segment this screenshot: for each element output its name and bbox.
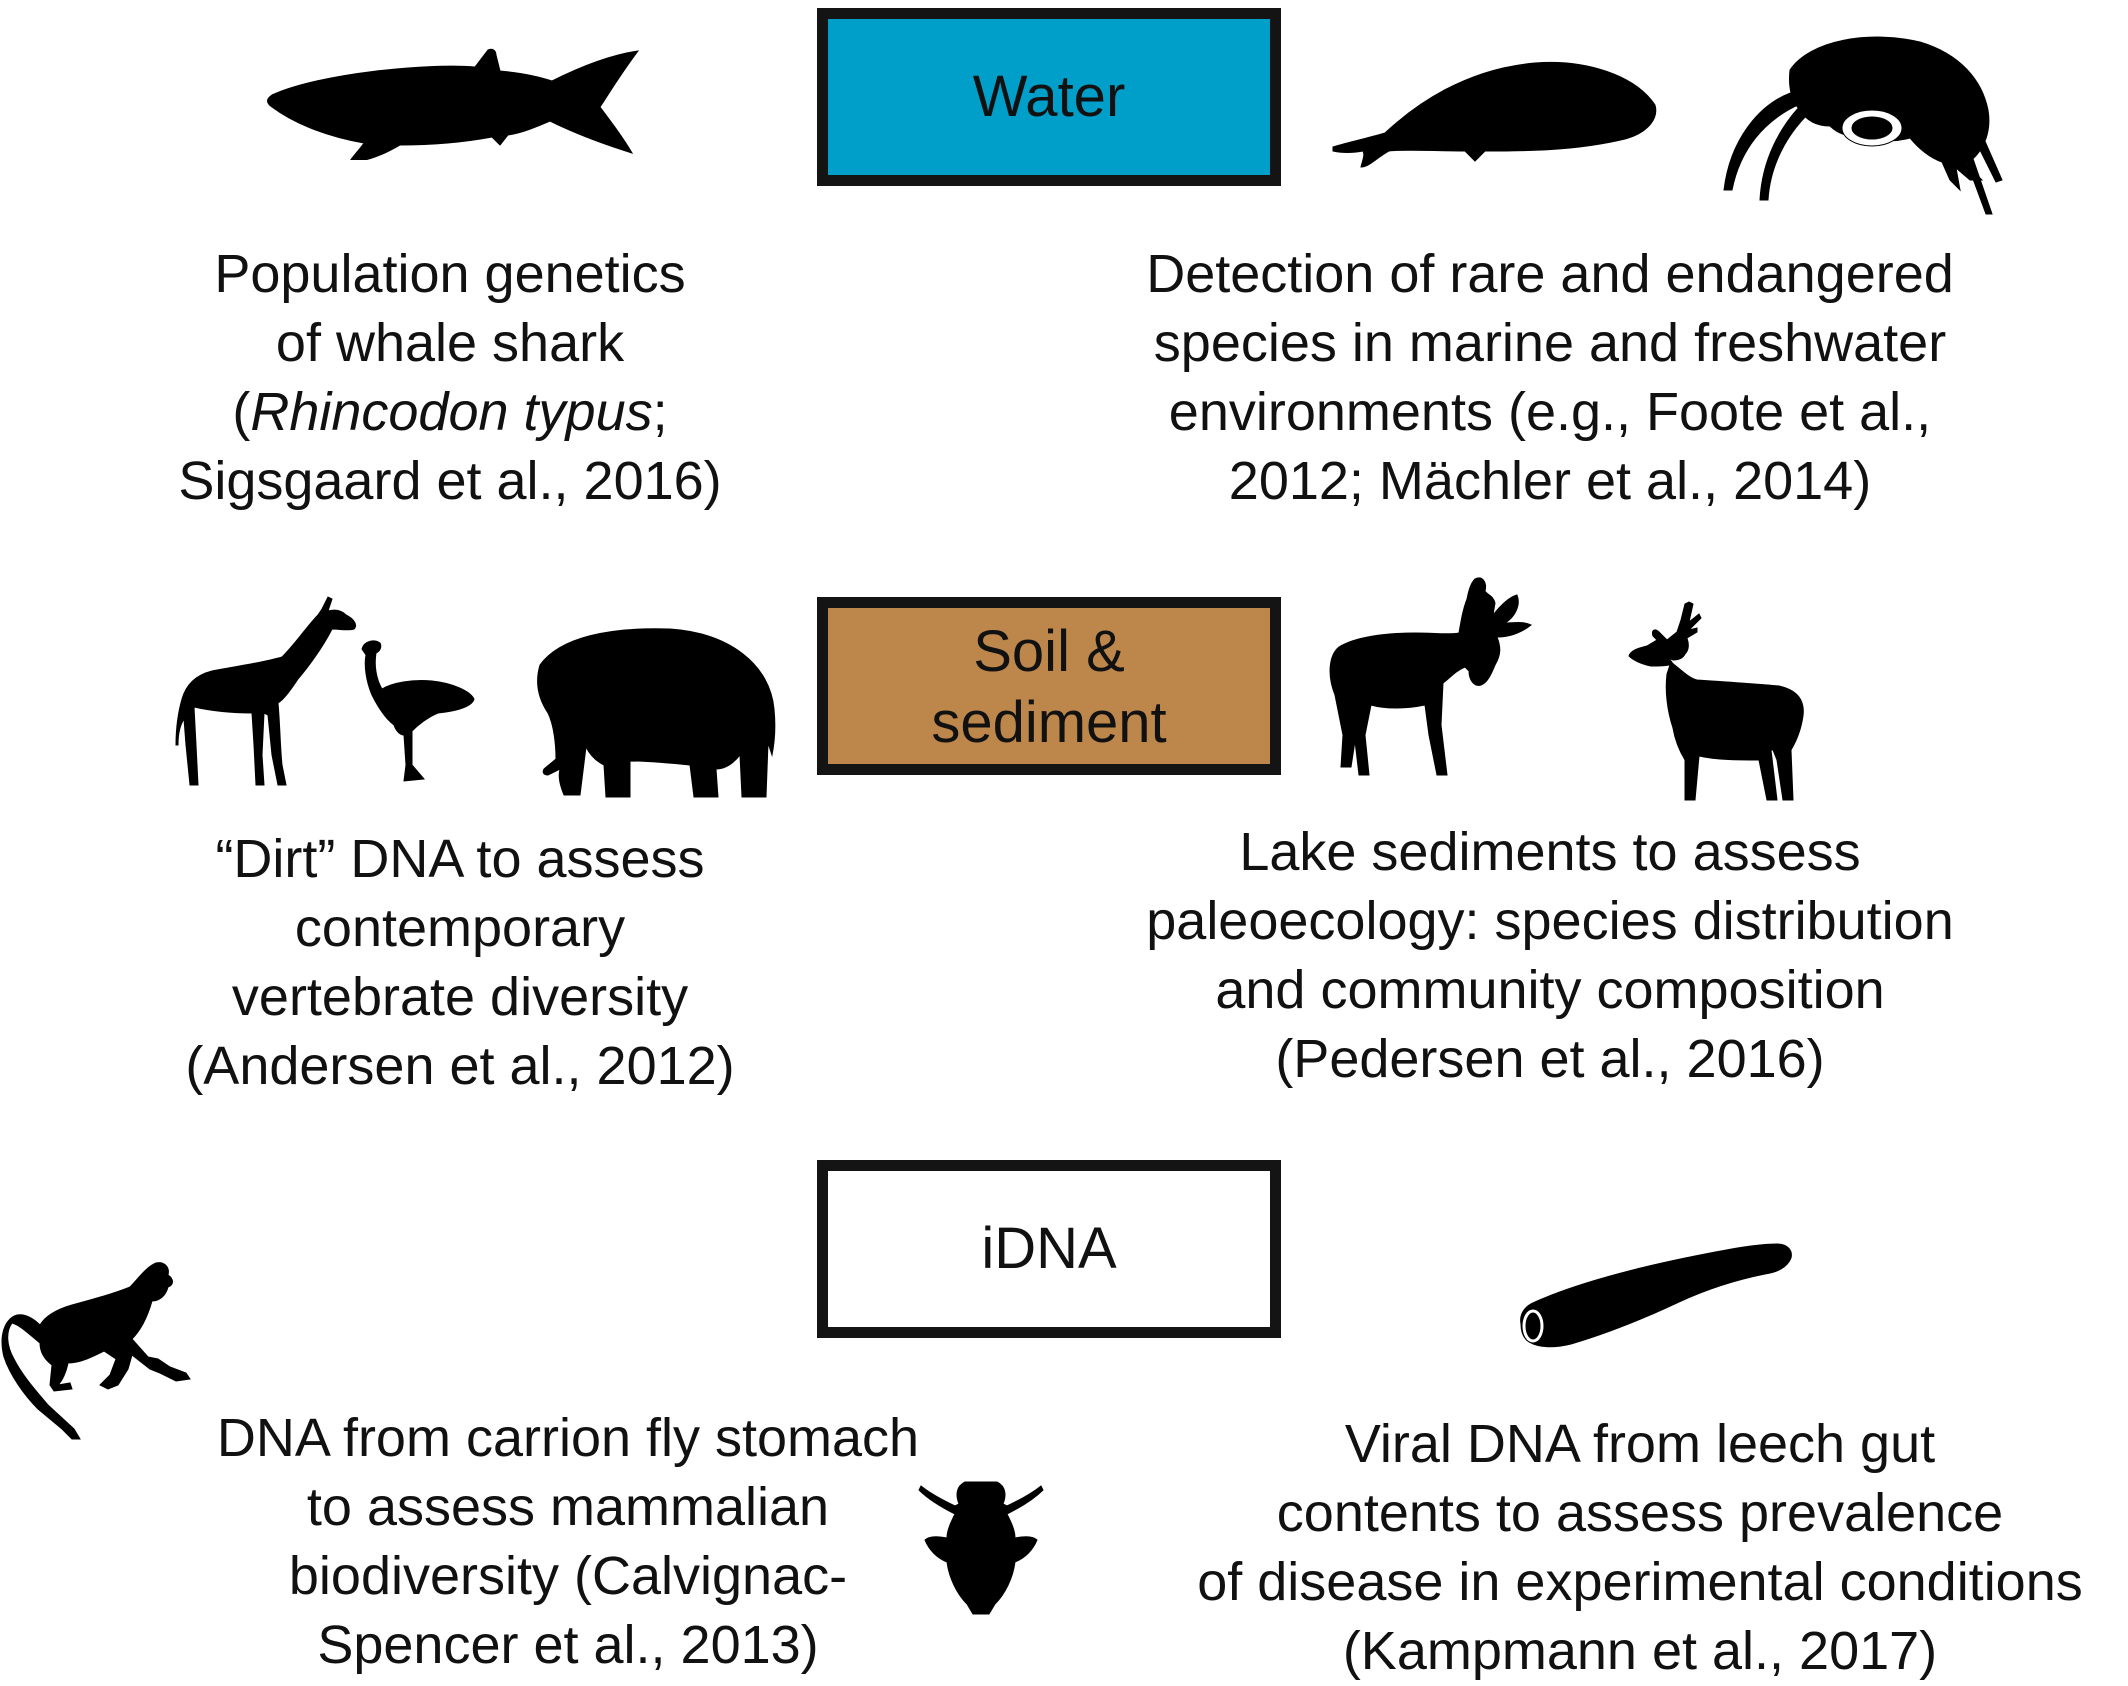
species-name: Rhincodon typus xyxy=(250,382,653,442)
leech-icon xyxy=(1520,1243,1792,1348)
whale-shark-line3: (Rhincodon typus; xyxy=(232,382,668,442)
leech-line1: Viral DNA from leech gut xyxy=(1344,1414,1936,1474)
carrion-fly-line1: DNA from carrion fly stomach xyxy=(216,1408,920,1468)
carrion-fly-text: DNA from carrion fly stomach to assess m… xyxy=(178,1404,958,1680)
porpoise-icon xyxy=(1332,61,1657,168)
dirt-dna-line4: (Andersen et al., 2012) xyxy=(185,1036,735,1096)
leech-line4: (Kampmann et al., 2017) xyxy=(1342,1621,1938,1681)
giraffe-icon xyxy=(175,596,357,786)
water-label: Water xyxy=(972,63,1126,129)
rare-species-line1: Detection of rare and endangered xyxy=(1146,244,1954,304)
whale-shark-text: Population genetics of whale shark (Rhin… xyxy=(140,240,760,516)
dirt-dna-line1: “Dirt” DNA to assess xyxy=(215,829,705,889)
soil-label-line1: Soil & xyxy=(973,619,1125,685)
leech-text: Viral DNA from leech gut contents to ass… xyxy=(1160,1410,2120,1686)
whale-shark-line1: Population genetics xyxy=(214,244,686,304)
water-box: Water xyxy=(817,8,1281,186)
dirt-dna-line3: vertebrate diversity xyxy=(231,967,689,1027)
soil-label-line2: sediment xyxy=(931,690,1167,755)
rare-species-text: Detection of rare and endangered species… xyxy=(1100,240,2000,516)
rare-species-line2: species in marine and freshwater xyxy=(1153,313,1947,373)
carrion-fly-line4: Spencer et al., 2013) xyxy=(317,1615,819,1675)
monkey-icon xyxy=(1,1262,191,1440)
moose-icon xyxy=(1329,577,1532,776)
whale-shark-line2: of whale shark xyxy=(275,313,625,373)
leech-line2: contents to assess prevalence xyxy=(1276,1483,2004,1543)
lake-sediments-line1: Lake sediments to assess xyxy=(1239,822,1861,882)
deer-icon xyxy=(1628,601,1804,801)
whale-shark-line4: Sigsgaard et al., 2016) xyxy=(178,451,722,511)
carrion-fly-line2: to assess mammalian xyxy=(306,1477,830,1537)
soil-sediment-box: Soil & sediment xyxy=(817,597,1281,775)
lake-sediments-line4: (Pedersen et al., 2016) xyxy=(1275,1029,1825,1089)
rare-species-line4: 2012; Mächler et al., 2014) xyxy=(1228,451,1872,511)
whale-shark-icon xyxy=(267,48,640,160)
amphipod-icon xyxy=(1723,36,2003,215)
idna-box: iDNA xyxy=(817,1160,1281,1338)
carrion-fly-line3: biodiversity (Calvignac- xyxy=(288,1546,848,1606)
lake-sediments-line3: and community composition xyxy=(1215,960,1885,1020)
rare-species-line3: environments (e.g., Foote et al., xyxy=(1168,382,1932,442)
fly-icon xyxy=(918,1481,1044,1615)
ostrich-icon xyxy=(361,640,475,782)
idna-label: iDNA xyxy=(981,1215,1117,1281)
leech-line3: of disease in experimental conditions xyxy=(1197,1552,2083,1612)
dirt-dna-line2: contemporary xyxy=(294,898,626,958)
lake-sediments-text: Lake sediments to assess paleoecology: s… xyxy=(1100,818,2000,1094)
lake-sediments-line2: paleoecology: species distribution xyxy=(1146,891,1954,951)
elephant-icon xyxy=(537,628,776,798)
dirt-dna-text: “Dirt” DNA to assess contemporary verteb… xyxy=(140,825,780,1101)
